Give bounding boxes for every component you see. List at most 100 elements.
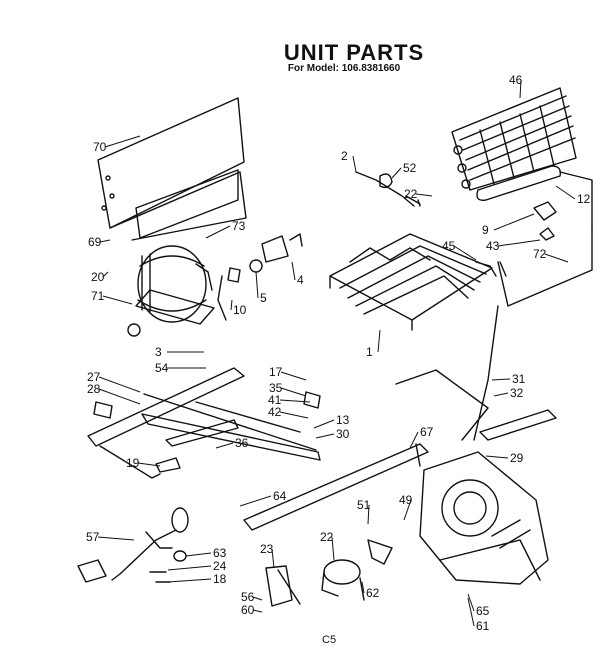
support-rail-part [243,443,429,531]
callout-leader-line [377,329,381,353]
callout-number: 56 [241,590,255,604]
thermostat-clip-part [475,261,507,277]
callout-number: 13 [336,413,350,427]
callout-leader-line [491,378,511,381]
callout-leader-line [280,371,307,381]
callout-leader-line [137,462,161,467]
callout-number: 45 [442,239,456,253]
callout-leader-line [391,167,402,179]
callout-leader-line [252,596,263,601]
callout-leader-line [409,431,419,449]
callout-leader-line [519,79,522,99]
callout-number: 22 [320,530,334,544]
condenser-coil-part [451,87,577,191]
tubing-part [497,227,593,307]
callout-number: 51 [357,498,371,512]
callout-leader-line [215,442,234,449]
callout-number: 24 [213,559,227,573]
callout-leader-line [255,271,259,299]
callout-number: 60 [241,603,255,617]
callout-leader-line [271,548,275,569]
callout-leader-line [453,245,477,261]
callout-number: 19 [126,456,140,470]
callout-number: 54 [155,361,169,375]
callout-number: 70 [93,140,107,154]
model-subtitle: For Model: 106.8381660 [287,63,401,74]
callout-leader-line [102,271,109,278]
callout-leader-line [367,504,370,525]
callout-number: 73 [232,219,246,233]
callout-leader-line [98,376,141,393]
callout-number: 31 [512,372,526,386]
callout-number: 27 [87,370,101,384]
harness-clip-part [155,457,181,473]
callout-number: 20 [91,270,105,284]
callout-number: 18 [213,572,227,586]
callout-number: 43 [486,239,500,253]
callout-number: 69 [88,235,102,249]
callout-number: 49 [399,493,413,507]
callout-leader-line [493,213,535,231]
callout-leader-line [167,578,212,583]
callout-leader-line [352,155,357,173]
callout-leader-line [104,135,141,148]
callout-leader-line [167,565,212,571]
callout-number: 2 [341,149,348,163]
callout-leader-line [279,399,311,403]
callout-leader-line [544,253,569,263]
callout-number: 41 [268,393,282,407]
callout-leader-line [291,261,296,281]
callout-number: 67 [420,425,434,439]
relay-parts [217,233,303,321]
callout-leader-line [485,455,509,459]
bracket-parts [93,391,321,419]
callout-number: 3 [155,345,162,359]
callout-number: 30 [336,427,350,441]
callout-leader-line [467,597,475,627]
callout-leader-line [185,552,212,557]
grommet-part [127,323,141,337]
callout-number: 42 [268,405,282,419]
callout-leader-line [331,536,335,561]
callout-leader-line [361,581,365,594]
callout-number: 22 [404,187,418,201]
callout-leader-line [230,299,233,311]
callout-number: 12 [577,192,591,206]
callout-leader-line [315,433,335,439]
callout-number: 52 [403,161,417,175]
callout-leader-line [252,609,263,613]
callout-number: 65 [476,604,490,618]
callout-leader-line [102,295,133,305]
base-frame-part [87,367,321,479]
callout-number: 29 [510,451,524,465]
clip-parts [533,201,557,241]
callout-number: 36 [235,436,249,450]
callout-number: 1 [366,345,373,359]
callout-number: 4 [297,273,304,287]
callout-leader-line [99,239,111,243]
callout-number: 32 [510,386,524,400]
misc-fastener-parts [149,550,187,583]
callout-number: 72 [533,247,547,261]
callout-leader-line [239,495,272,507]
callout-number: 64 [273,489,287,503]
callout-leader-line [205,225,231,239]
diagram-title: UNIT PARTS [283,40,425,65]
callout-number: 35 [269,381,283,395]
callout-number: 9 [482,223,489,237]
callout-number: 46 [509,73,523,87]
upper-connector-parts [355,171,421,207]
callout-leader-line [279,411,309,419]
callout-number: 5 [260,291,267,305]
callout-leader-line [493,392,509,397]
callout-number: 71 [91,289,105,303]
callout-number: 63 [213,546,227,560]
callout-leader-line [98,388,141,405]
power-cord-part [77,507,189,583]
rear-panel-part [97,97,247,241]
callout-leader-line [467,593,475,612]
fan-motor-parts [265,539,393,607]
